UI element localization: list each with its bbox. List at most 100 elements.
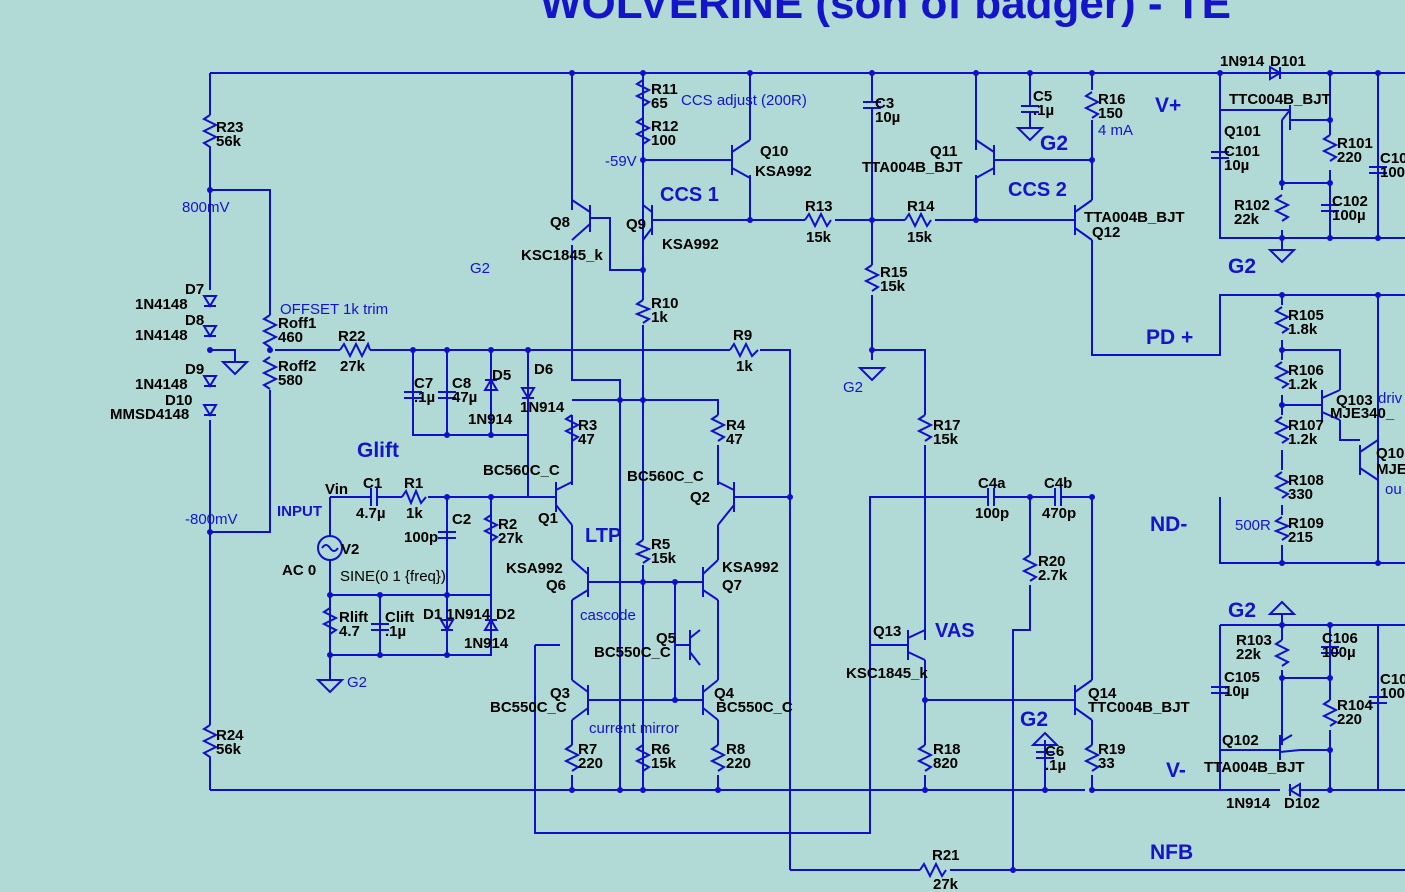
component-d2-name: D2 bbox=[496, 606, 515, 623]
resistor-R12 bbox=[634, 117, 652, 145]
component-r15-name: R15 bbox=[880, 264, 908, 281]
label-current-mirror: current mirror bbox=[589, 720, 679, 737]
component-r7-name: R7 bbox=[578, 741, 597, 758]
transistor-Q8 bbox=[571, 199, 598, 241]
component-c106-name: C106 bbox=[1322, 630, 1358, 647]
component-r3-name: R3 bbox=[578, 417, 597, 434]
diode-D10 bbox=[202, 404, 218, 417]
component-r101-value: 220 bbox=[1337, 149, 1362, 166]
component-r10-name: R10 bbox=[651, 295, 679, 312]
component-d7-name: D7 bbox=[185, 281, 204, 298]
label-sine: SINE(0 1 {freq}) bbox=[340, 568, 446, 585]
component-d102-value: 1N914 bbox=[1226, 795, 1271, 812]
component-r19-name: R19 bbox=[1098, 741, 1126, 758]
ground-icon bbox=[220, 361, 250, 376]
component-r106-value: 1.2k bbox=[1288, 376, 1318, 393]
ground-icon bbox=[315, 679, 345, 694]
resistor-R103 bbox=[1273, 639, 1291, 667]
label-glift: Glift bbox=[357, 439, 399, 462]
capacitors bbox=[365, 95, 1387, 790]
component-c105-value: 10µ bbox=[1224, 683, 1249, 700]
label-800mv: 800mV bbox=[182, 199, 230, 216]
diode-D7 bbox=[202, 295, 218, 308]
label-4ma: 4 mA bbox=[1098, 122, 1133, 139]
component-q13-value: KSC1845_k bbox=[846, 665, 928, 682]
capacitor-C105 bbox=[1211, 680, 1229, 694]
transistors bbox=[548, 105, 1379, 760]
ground-icon bbox=[857, 367, 887, 382]
capacitor-C4a bbox=[980, 488, 1005, 506]
component-q8-value: KSC1845_k bbox=[521, 247, 603, 264]
component-r109-name: R109 bbox=[1288, 515, 1324, 532]
component-d101-name: D101 bbox=[1270, 53, 1306, 70]
diode-D8 bbox=[202, 325, 218, 338]
component-r16-name: R16 bbox=[1098, 91, 1126, 108]
component-d1-value: 1N914 bbox=[446, 606, 491, 623]
diode-D102 bbox=[1288, 782, 1301, 798]
junction-dots bbox=[207, 70, 1381, 873]
component-q14-name: Q14 bbox=[1088, 685, 1117, 702]
component-r13-name: R13 bbox=[805, 198, 833, 215]
component-c10y-name: C10 bbox=[1380, 671, 1405, 688]
label-500r: 500R bbox=[1235, 517, 1271, 534]
component-q1-value: BC560C_C bbox=[483, 462, 560, 479]
resistor-R105 bbox=[1273, 306, 1291, 334]
capacitor-C101 bbox=[1211, 145, 1229, 159]
component-d10-value: MMSD4148 bbox=[110, 406, 189, 423]
ground-symbols bbox=[220, 127, 1297, 746]
resistor-R106 bbox=[1273, 361, 1291, 389]
component-d10-name: D10 bbox=[165, 392, 193, 409]
component-r22-name: R22 bbox=[338, 328, 366, 345]
component-r11-value: 65 bbox=[651, 95, 668, 112]
component-c10x-name: C10 bbox=[1380, 150, 1405, 167]
capacitor-C1 bbox=[365, 488, 385, 506]
capacitor-Clift bbox=[371, 618, 389, 636]
component-c8-value: 47µ bbox=[452, 389, 477, 406]
transistor-Q10 bbox=[728, 139, 751, 179]
transistor-Q13 bbox=[905, 629, 926, 661]
component-q4-value: BC550C_C bbox=[716, 699, 793, 716]
component-roff1-name: Roff1 bbox=[278, 315, 316, 332]
component-r10-value: 1k bbox=[651, 309, 668, 326]
component-c10x-value: 100 bbox=[1380, 164, 1405, 181]
component-c4b-value: 470p bbox=[1042, 505, 1076, 522]
component-r107-value: 1.2k bbox=[1288, 431, 1318, 448]
source-V2 bbox=[317, 535, 343, 561]
component-q5-name: Q5 bbox=[656, 630, 676, 647]
diode-D6 bbox=[520, 387, 536, 400]
component-r7-value: 220 bbox=[578, 755, 603, 772]
label-minus800mv: -800mV bbox=[185, 511, 238, 528]
capacitor-C4b bbox=[1045, 488, 1075, 506]
component-r18-value: 820 bbox=[933, 755, 958, 772]
component-r107-name: R107 bbox=[1288, 417, 1324, 434]
diode-D9 bbox=[202, 375, 218, 388]
label-pdplus: PD + bbox=[1146, 326, 1193, 349]
label-vminus: V- bbox=[1166, 759, 1186, 782]
resistor-R22 bbox=[339, 341, 371, 359]
component-q11-name: Q11 bbox=[930, 143, 958, 160]
component-r17-name: R17 bbox=[933, 417, 961, 434]
component-d9-value: 1N4148 bbox=[135, 376, 188, 393]
component-q2-value: BC560C_C bbox=[627, 468, 704, 485]
resistor-R107 bbox=[1273, 416, 1291, 444]
component-r1-value: 1k bbox=[406, 505, 423, 522]
label-g2: G2 bbox=[1020, 708, 1048, 731]
component-q9-name: Q9 bbox=[626, 216, 646, 233]
component-r17-value: 15k bbox=[933, 431, 959, 448]
transistor-Q6 bbox=[571, 559, 600, 601]
component-d7-value: 1N4148 bbox=[135, 296, 188, 313]
resistor-R15 bbox=[863, 264, 881, 292]
component-c2-value: 100p bbox=[404, 529, 438, 546]
component-c4a-name: C4a bbox=[978, 475, 1006, 492]
component-c1-name: C1 bbox=[363, 475, 382, 492]
label-input: INPUT bbox=[277, 503, 322, 520]
component-r4-value: 47 bbox=[726, 431, 743, 448]
component-c101-name: C101 bbox=[1224, 143, 1260, 160]
component-q12-value: TTA004B_BJT bbox=[1084, 209, 1185, 226]
component-q6-name: Q6 bbox=[546, 577, 566, 594]
label-g2: G2 bbox=[1228, 255, 1256, 278]
component-r24-name: R24 bbox=[216, 727, 244, 744]
diode-D5 bbox=[483, 378, 499, 391]
component-roff2-name: Roff2 bbox=[278, 358, 316, 375]
ground-icon bbox=[1267, 249, 1297, 264]
